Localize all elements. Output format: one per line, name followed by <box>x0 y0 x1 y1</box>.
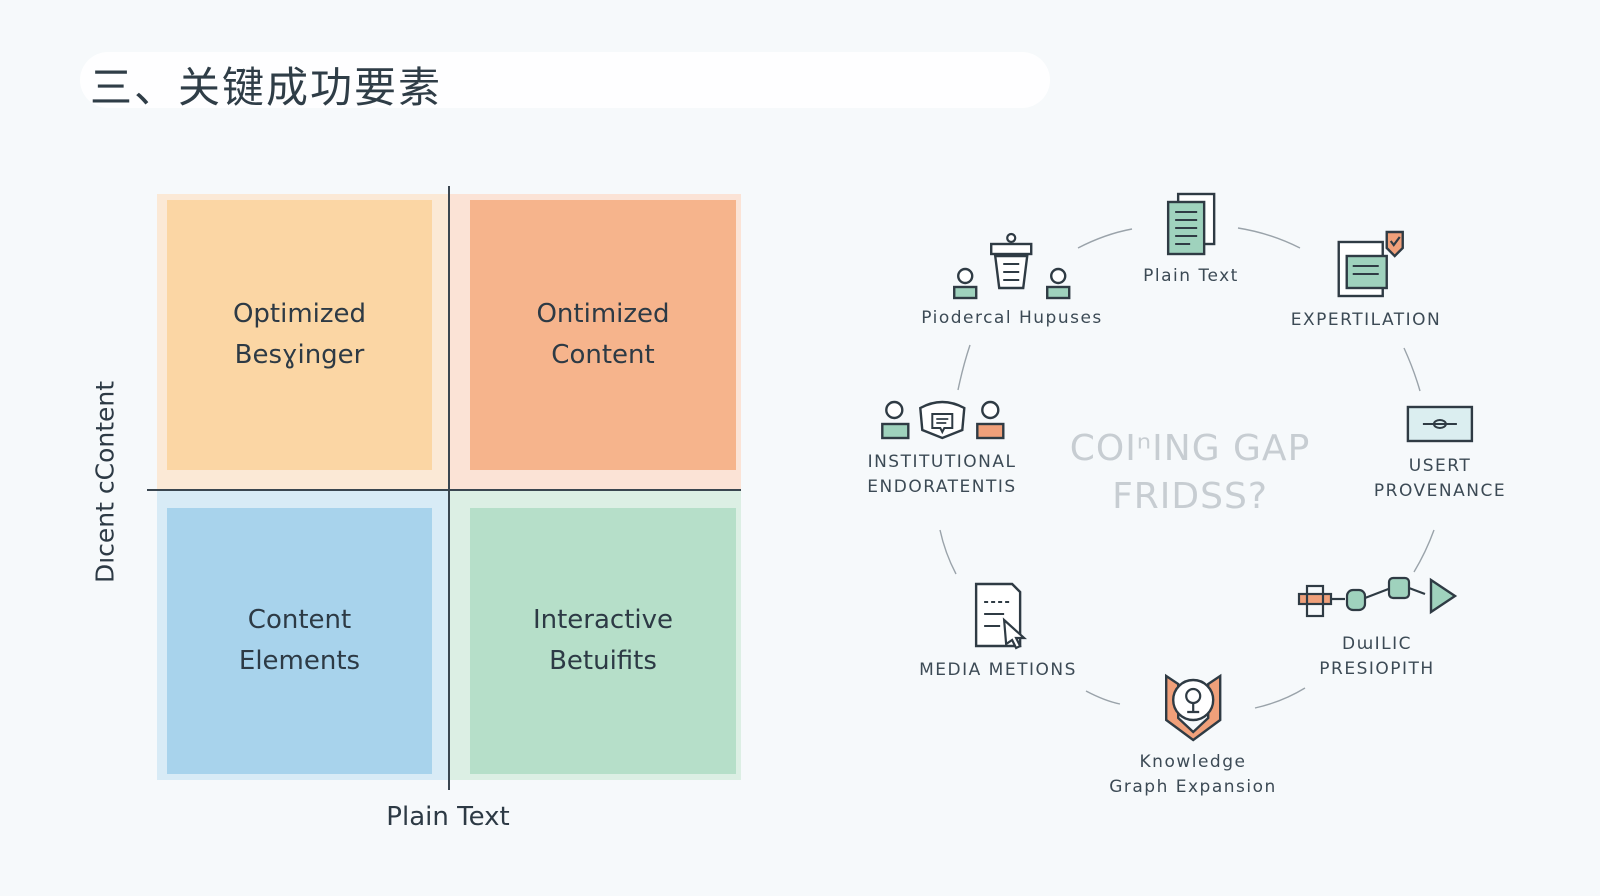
connector-arc <box>1413 529 1435 573</box>
quadrant-line: Besɣinger <box>234 340 365 370</box>
people-icon <box>880 400 1005 440</box>
cycle-center-text: COIⁿING GAP FRIDSS? <box>1070 425 1311 521</box>
quadrant-bottom-left: Content Elements <box>167 508 432 774</box>
connector-arc <box>1403 347 1421 392</box>
quadrant-line: Betuifits <box>549 646 657 676</box>
quadrant-line: Optimized <box>232 299 367 329</box>
node-expertilation: EXPERTILATION <box>1291 228 1442 333</box>
connector-arc <box>1254 687 1306 709</box>
node-label: Plain Text <box>1143 266 1239 286</box>
node-plain-text: Plain Text <box>1143 192 1239 289</box>
pipeline-icon <box>1297 576 1458 618</box>
node-knowledge-graph: Knowledge Graph Expansion <box>1109 670 1277 800</box>
center-line: COIⁿING GAP <box>1069 428 1311 469</box>
node-label: Piodercal Hupuses <box>921 308 1103 328</box>
node-label: Graph Expansion <box>1109 777 1277 797</box>
node-label: USERT <box>1408 456 1472 476</box>
quadrant-bottom-right: Interactive Betuifits <box>470 508 736 774</box>
node-label: DɯILIC <box>1341 634 1413 654</box>
connector-arc <box>939 529 957 575</box>
node-label: EXPERTILATION <box>1290 310 1442 330</box>
quadrant-top-left: Optimized Besɣinger <box>167 200 432 470</box>
quadrant-line: Content <box>247 605 352 635</box>
media-document-icon <box>974 582 1027 650</box>
node-label: PROVENANCE <box>1373 481 1507 501</box>
node-usert-provenance: USERT PROVENANCE <box>1374 404 1506 504</box>
knowledge-icon <box>1164 673 1222 742</box>
node-label: ENDORATENTIS <box>867 477 1017 497</box>
title-highlight <box>80 52 1050 108</box>
badge-document-icon <box>1337 230 1405 298</box>
connector-arc <box>957 344 971 391</box>
page-title: 三、关键成功要素 <box>90 63 443 112</box>
node-label: MEDIA METIONS <box>919 660 1077 680</box>
node-label: INSTITUTIONAL <box>867 452 1017 472</box>
node-institutional: INSTITUTIONAL ENDORATENTIS <box>867 398 1016 500</box>
quadrant-top-right: Ontimized Content <box>470 200 736 470</box>
connector-arc <box>1085 690 1121 705</box>
center-line: FRIDSS? <box>1112 476 1268 517</box>
horizontal-axis <box>147 489 741 491</box>
quadrant-line: Ontimized <box>536 299 670 329</box>
connector-arc <box>1237 227 1301 249</box>
node-media-mentions: MEDIA METIONS <box>919 580 1077 683</box>
node-label: PRESIOPITH <box>1319 659 1435 679</box>
document-icon <box>1166 192 1216 256</box>
vertical-axis <box>448 186 450 790</box>
node-piodercal-hupuses: Piodercal Hupuses <box>921 232 1103 331</box>
node-label: Knowledge <box>1139 752 1247 772</box>
screen-icon <box>1406 405 1474 443</box>
people-basket-icon <box>952 232 1071 300</box>
connector-arc <box>1077 228 1133 249</box>
quadrant-line: Interactive <box>532 605 674 635</box>
quadrant-line: Elements <box>238 646 361 676</box>
node-dwilic-presiopith: DɯILIC PRESIOPITH <box>1293 574 1461 682</box>
x-axis-label: Plain Text <box>386 802 510 832</box>
quadrant-line: Content <box>551 340 655 370</box>
